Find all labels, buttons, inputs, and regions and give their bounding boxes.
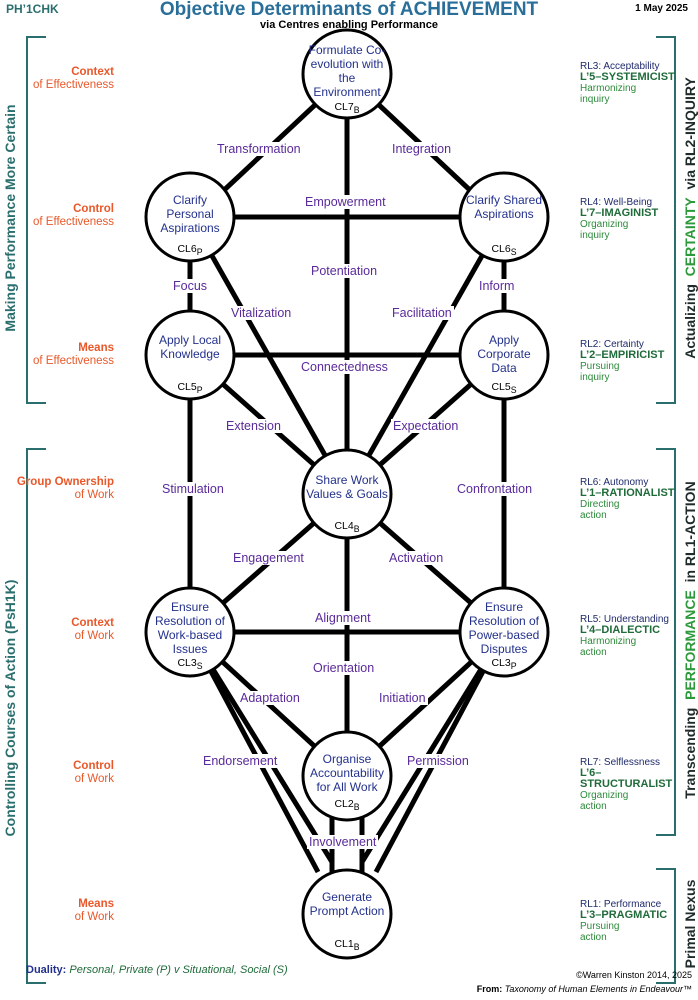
edge-cl6p-cl4 <box>187 215 350 496</box>
node-cl4-code: CL4B <box>334 520 360 535</box>
edge-label-orientation: Orientation <box>311 661 377 675</box>
node-circle-cl5s <box>458 309 550 401</box>
page-title: Objective Determinants of ACHIEVEMENT <box>159 0 539 20</box>
right-group-bottom-label: Primal Nexus <box>682 879 698 969</box>
edge-label-vitalization: Vitalization <box>229 306 294 320</box>
right-group-top-label: Actualizing CERTAINTY via RL2-INQUIRY <box>682 77 698 359</box>
edge-label-endorsement: Endorsement <box>201 754 280 768</box>
edge-label-facilitation: Facilitation <box>390 306 454 320</box>
right-group-mid-label: Transcending PERFORMANCE in RL1-ACTION <box>682 481 698 799</box>
edge-label-involvement: Involvement <box>307 835 379 849</box>
node-cl3s-code: CL3S <box>177 657 203 672</box>
edge-label-connectedness: Connectedness <box>299 360 390 374</box>
edge-cl6s-cl4 <box>344 215 507 496</box>
node-cl3s-label: Ensure Resolution of Work-based Issues <box>154 600 226 656</box>
edge-label-alignment: Alignment <box>313 611 373 625</box>
node-cl7-code: CL7B <box>334 101 360 116</box>
edge-label-adaptation: Adaptation <box>238 691 302 705</box>
node-cl4-label: Share Work Values & Goals <box>306 473 388 501</box>
node-cl3p-code: CL3P <box>491 657 517 672</box>
edge-label-stimulation: Stimulation <box>160 482 226 496</box>
node-cl6p-code: CL6P <box>177 243 203 258</box>
node-circle-cl4 <box>301 448 393 540</box>
node-circle-cl7 <box>301 28 393 120</box>
node-cl6p-label: Clarify Personal Aspirations <box>160 193 220 235</box>
document-date: 1 May 2025 <box>635 3 688 14</box>
node-circle-cl3s <box>144 586 236 678</box>
edge-label-empowerment: Empowerment <box>303 195 388 209</box>
edge-label-potentiation: Potentiation <box>309 264 380 278</box>
edge-label-permission: Permission <box>405 754 471 768</box>
edge-label-integration: Integration <box>390 142 454 156</box>
source-note: From: Taxonomy of Human Elements in Ende… <box>476 984 692 994</box>
node-cl1-code: CL1B <box>334 938 360 953</box>
right-bracket-top <box>656 36 676 404</box>
node-cl6s-code: CL6S <box>491 243 517 258</box>
right-bracket-mid <box>656 448 676 836</box>
node-cl2-code: CL2B <box>334 798 360 813</box>
node-circle-cl2 <box>301 730 393 822</box>
edge-label-initiation: Initiation <box>377 691 428 705</box>
document-code: PH’1CHK <box>6 2 59 16</box>
page-subtitle: via Centres enabling Performance <box>260 19 438 31</box>
node-circle-cl6p <box>144 171 236 263</box>
right-bracket-bottom <box>656 868 676 984</box>
node-cl7-label: Formulate Co-evolution with the Environm… <box>308 43 386 99</box>
edge-label-engagement: Engagement <box>231 551 306 565</box>
edge-label-confrontation: Confrontation <box>455 482 535 496</box>
duality-note: Duality: Personal, Private (P) v Situati… <box>26 964 288 976</box>
left-bracket-bottom <box>26 448 46 984</box>
node-cl3p-label: Ensure Resolution of Power-based Dispute… <box>468 600 540 656</box>
edge-label-transformation: Transformation <box>215 142 303 156</box>
edge-label-extension: Extension <box>224 419 283 433</box>
copyright-note: ©Warren Kinston 2014, 2025 <box>576 970 692 980</box>
node-cl6s-label: Clarify Shared Aspirations <box>465 193 543 221</box>
edge-label-activation: Activation <box>387 551 446 565</box>
node-cl1-label: Generate Prompt Action <box>309 890 385 918</box>
node-cl5s-code: CL5S <box>491 381 517 396</box>
edge-label-expectation: Expectation <box>391 419 461 433</box>
node-cl5p-code: CL5P <box>177 381 203 396</box>
node-circle-cl6s <box>458 171 550 263</box>
node-circle-cl5p <box>144 309 236 401</box>
node-cl5s-label: Apply Corporate Data <box>477 333 531 375</box>
edge-label-focus: Focus <box>171 279 210 293</box>
node-cl2-label: Organise Accountability for All Work <box>309 752 385 794</box>
edge-label-inform: Inform <box>477 279 517 293</box>
left-bracket-top <box>26 36 46 404</box>
node-circle-cl3p <box>458 586 550 678</box>
node-circle-cl1 <box>301 868 393 960</box>
node-cl5p-label: Apply Local Knowledge <box>158 333 222 361</box>
